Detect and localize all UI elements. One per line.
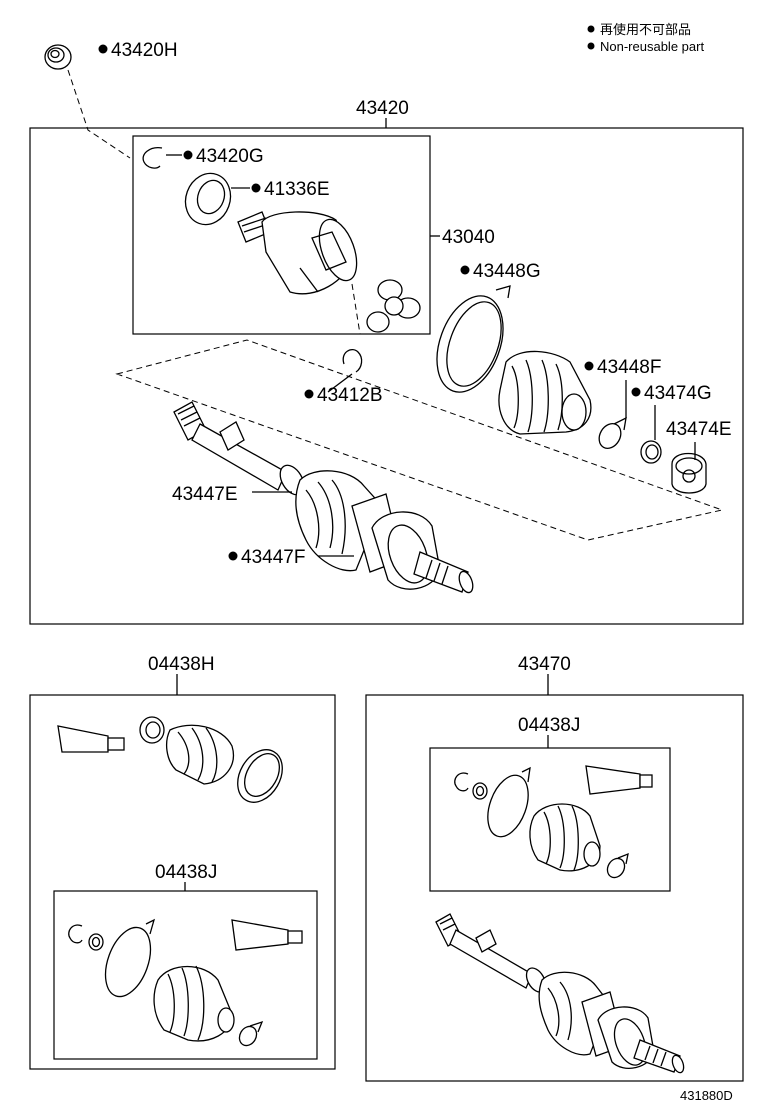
box-43040 bbox=[132, 135, 431, 335]
marker-43412B bbox=[304, 389, 314, 399]
part-tripod-joint[interactable] bbox=[366, 279, 421, 333]
part-04438H-ring[interactable] bbox=[139, 716, 165, 744]
label-43448G[interactable]: 43448G bbox=[473, 261, 541, 282]
label-43420H[interactable]: 43420H bbox=[111, 40, 178, 61]
part-43420H-cap[interactable] bbox=[44, 44, 72, 70]
legend-jp: 再使用不可部品 bbox=[600, 22, 691, 37]
label-43474G[interactable]: 43474G bbox=[644, 383, 712, 404]
dash-tripod bbox=[351, 283, 361, 335]
label-43040[interactable]: 43040 bbox=[442, 227, 495, 248]
dash-assembly-region bbox=[115, 339, 724, 541]
part-boot[interactable] bbox=[498, 350, 592, 435]
part-04438J-right-clamp[interactable] bbox=[604, 852, 629, 881]
box-04438H bbox=[29, 694, 336, 1070]
part-43470-drive-shaft[interactable] bbox=[435, 913, 686, 1074]
label-43474E[interactable]: 43474E bbox=[666, 419, 732, 440]
box-04438J-right bbox=[429, 747, 671, 892]
marker-43474G bbox=[631, 387, 641, 397]
part-04438J-left-grease-tube[interactable] bbox=[231, 919, 303, 951]
label-04438J-left[interactable]: 04438J bbox=[155, 862, 217, 883]
part-04438J-left-circlip[interactable] bbox=[68, 924, 83, 944]
label-43448F[interactable]: 43448F bbox=[597, 357, 661, 378]
label-43447E[interactable]: 43447E bbox=[172, 484, 238, 505]
part-43412B-circlip[interactable] bbox=[342, 349, 363, 373]
part-04438H-grease-tube[interactable] bbox=[57, 725, 125, 753]
legend-dot-jp bbox=[587, 25, 595, 33]
legend-en: Non-reusable part bbox=[600, 39, 704, 54]
part-43420G-snap-ring[interactable] bbox=[142, 147, 163, 169]
label-43420[interactable]: 43420 bbox=[356, 98, 409, 119]
label-43447F[interactable]: 43447F bbox=[241, 547, 305, 568]
marker-43420H bbox=[98, 44, 108, 54]
legend-dot-en bbox=[587, 42, 595, 50]
part-04438J-right-band[interactable] bbox=[480, 766, 536, 842]
part-04438J-left-ring[interactable] bbox=[88, 933, 104, 951]
label-43412B[interactable]: 43412B bbox=[317, 385, 383, 406]
part-04438J-left-clamp[interactable] bbox=[236, 1020, 264, 1049]
part-04438J-right-circlip[interactable] bbox=[454, 772, 469, 792]
label-43420G[interactable]: 43420G bbox=[196, 146, 264, 167]
part-43448G-band[interactable] bbox=[425, 285, 516, 401]
part-43474G-ring[interactable] bbox=[640, 440, 662, 464]
part-04438J-right-boot[interactable] bbox=[529, 803, 601, 872]
marker-41336E bbox=[251, 183, 261, 193]
diagram-id: 431880D bbox=[680, 1088, 733, 1103]
leader-43420H bbox=[67, 69, 131, 159]
part-04438J-left-band[interactable] bbox=[97, 918, 159, 1003]
part-drive-shaft[interactable] bbox=[173, 401, 475, 594]
label-41336E[interactable]: 41336E bbox=[264, 179, 330, 200]
marker-43448G bbox=[460, 265, 470, 275]
part-41336E-seal[interactable] bbox=[178, 167, 237, 231]
label-04438J-right[interactable]: 04438J bbox=[518, 715, 580, 736]
label-04438H[interactable]: 04438H bbox=[148, 654, 215, 675]
box-43470 bbox=[365, 694, 744, 1082]
part-04438J-right-grease-tube[interactable] bbox=[585, 765, 653, 795]
part-43448F-clamp[interactable] bbox=[595, 416, 627, 452]
box-43420 bbox=[29, 127, 744, 625]
marker-43448F bbox=[584, 361, 594, 371]
part-04438H-boot[interactable] bbox=[165, 724, 234, 785]
part-43474E-damper[interactable] bbox=[671, 452, 707, 494]
marker-43447F bbox=[228, 551, 238, 561]
part-cv-housing[interactable] bbox=[237, 211, 364, 295]
box-04438J-left bbox=[53, 890, 318, 1060]
part-04438H-band[interactable] bbox=[229, 742, 292, 810]
leader-43412B bbox=[327, 373, 353, 393]
label-43470[interactable]: 43470 bbox=[518, 654, 571, 675]
part-04438J-right-ring[interactable] bbox=[472, 782, 488, 800]
part-04438J-left-boot[interactable] bbox=[153, 965, 235, 1042]
marker-43420G bbox=[183, 150, 193, 160]
